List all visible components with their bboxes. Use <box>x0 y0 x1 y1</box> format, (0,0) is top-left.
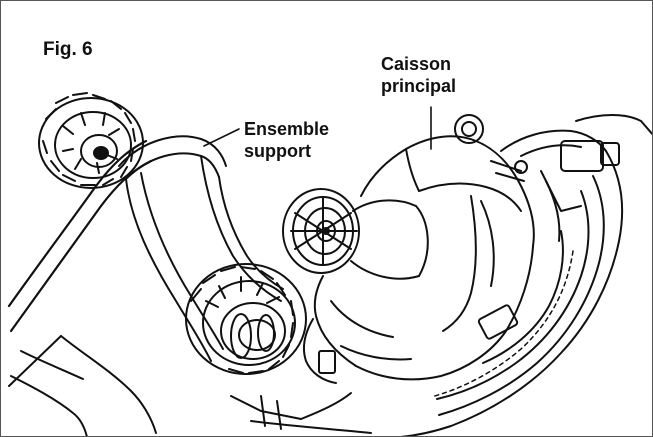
leader-support <box>203 128 240 147</box>
callout-caisson-line1: Caisson <box>381 54 452 74</box>
callout-caisson-line2: principal <box>381 76 457 96</box>
callout-support-line2: support <box>244 141 311 161</box>
figure-label: Fig. 6 <box>43 39 93 60</box>
wheel-bottom <box>185 263 307 375</box>
wheel-top <box>38 92 144 189</box>
callout-caisson-principal: Caisson principal <box>381 53 456 97</box>
callout-support-line1: Ensemble <box>244 119 330 139</box>
fan-grille <box>282 188 429 280</box>
callout-ensemble-support: Ensemble support <box>244 118 329 162</box>
handle-frame <box>7 135 284 436</box>
main-housing <box>230 114 652 436</box>
